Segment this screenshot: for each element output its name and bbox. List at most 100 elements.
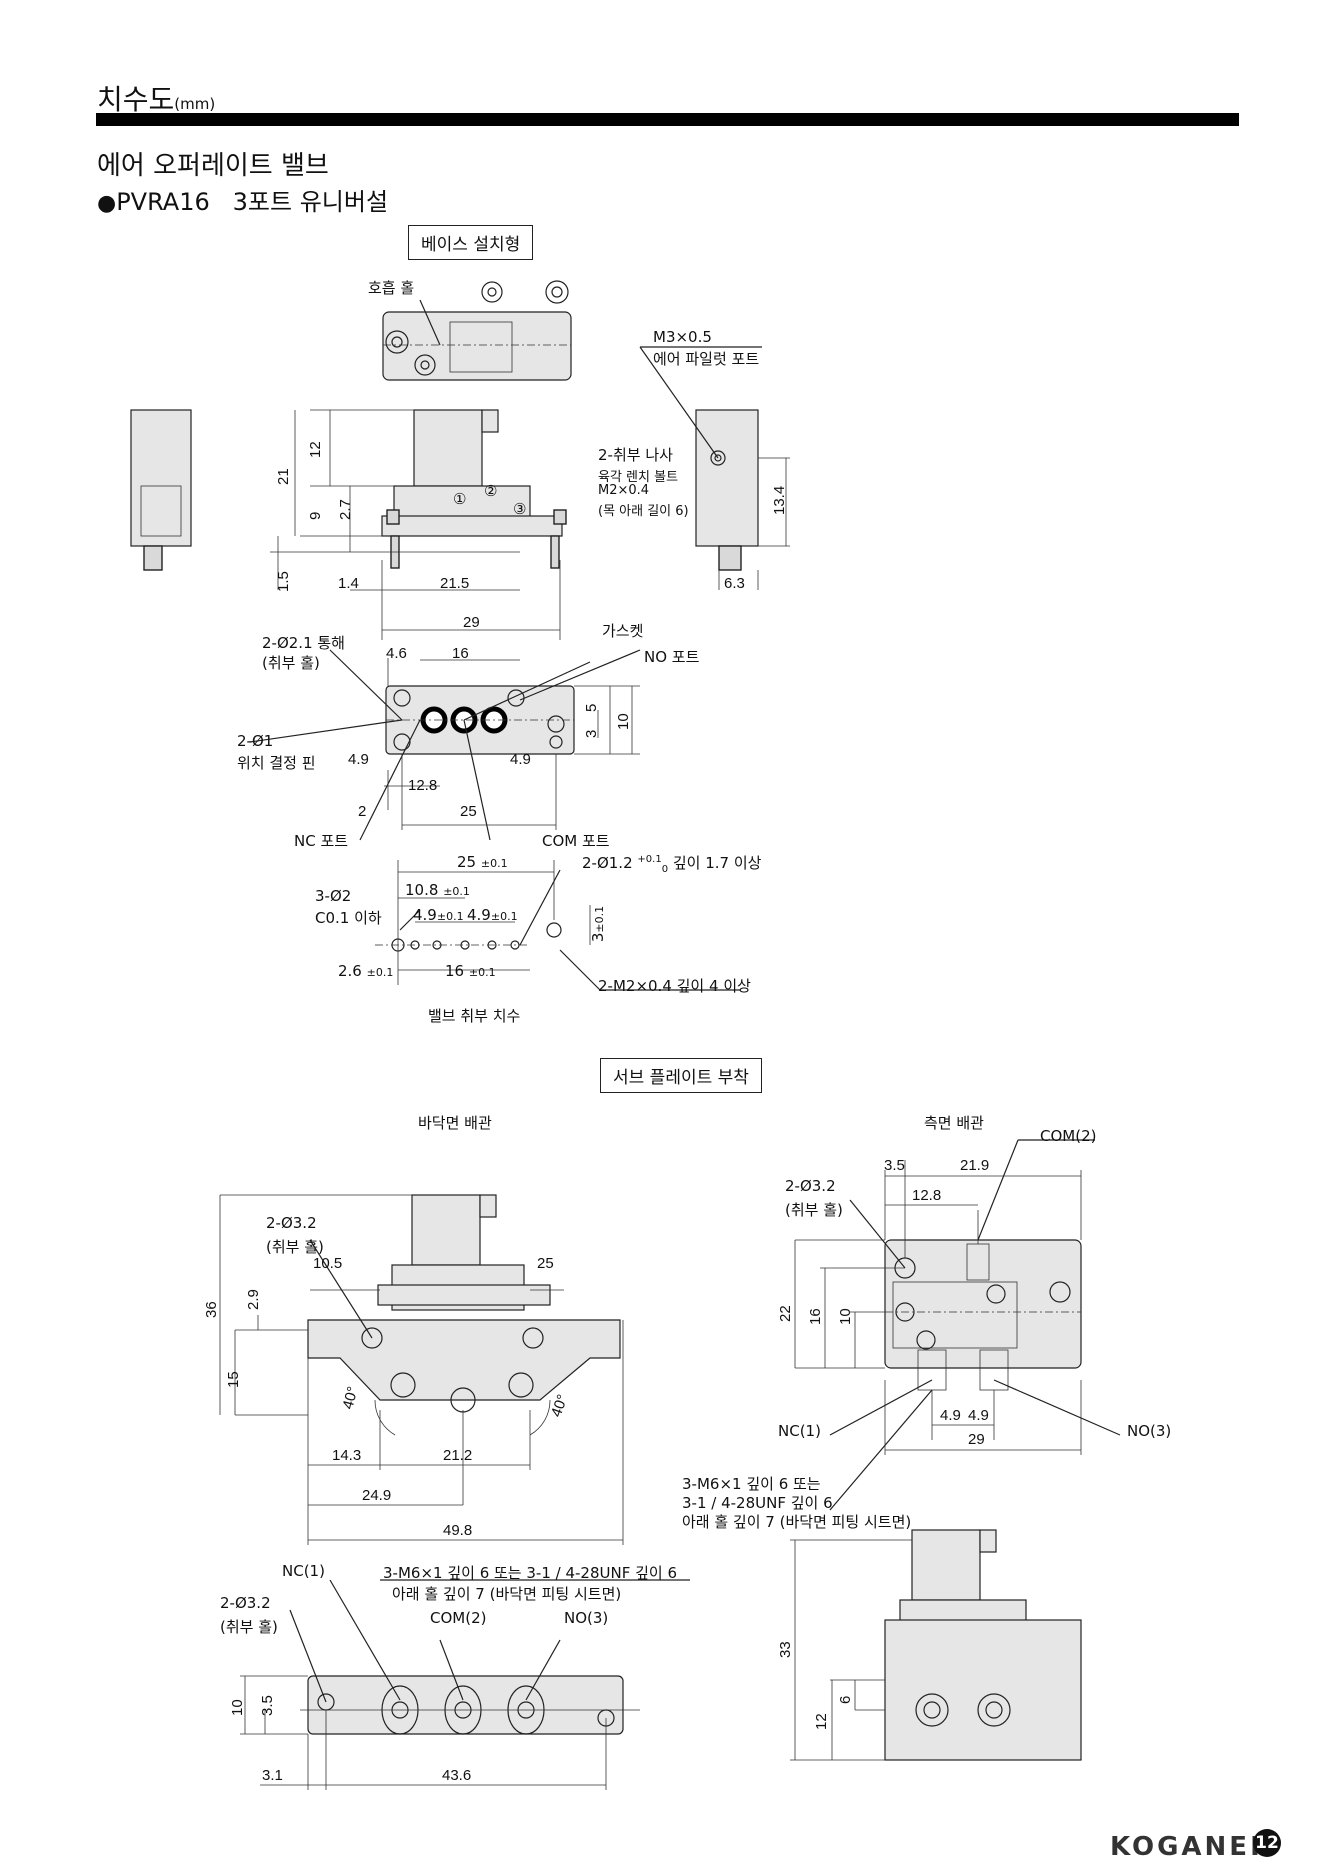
brand-logo: KOGANEI: [1110, 1832, 1263, 1862]
md-hole12: 2-Ø1.2 +0.10 깊이 1.7 이상: [582, 852, 761, 875]
bottom-thread-b: 아래 홀 깊이 7 (바닥면 피팅 시트면): [392, 1585, 622, 1603]
dim-12-8c: 12.8: [912, 1187, 941, 1204]
md-hole12-rest: 깊이 1.7 이상: [672, 854, 762, 872]
dim-14-3: 14.3: [332, 1447, 361, 1464]
bottom-piping-title: 바닥면 배관: [418, 1114, 492, 1132]
page-header: 치수도(mm): [97, 78, 215, 118]
screw-line1: 육각 렌치 볼트: [598, 470, 679, 485]
md-10-8-value: 10.8: [405, 881, 439, 899]
md-hole12-tol0: 0: [661, 864, 669, 875]
dim-3-5c: 3.5: [884, 1157, 905, 1174]
header-rule: [96, 113, 1239, 126]
side-hole32-a: 2-Ø3.2: [785, 1177, 836, 1195]
dim-4-9-right: 4.9: [510, 751, 531, 768]
md-tap: 2-M2×0.4 깊이 4 이상: [598, 977, 751, 995]
side-thread-b: 3-1 / 4-28UNF 깊이 6: [682, 1494, 833, 1512]
pin-a: 2-Ø1: [237, 732, 274, 750]
bottom-plate-view: [240, 1579, 690, 1790]
pilot-port-label: 에어 파일럿 포트: [653, 350, 760, 368]
dim-13-4: 13.4: [771, 486, 788, 515]
md-3-tol: ±0.1: [593, 905, 607, 933]
dim-2-7: 2.7: [337, 499, 354, 520]
dim-25: 25: [460, 803, 477, 820]
md-hole12-tol: +0.1: [637, 854, 662, 865]
right-side-view: [639, 346, 790, 590]
md-16-value: 16: [445, 962, 465, 980]
bottom-piping-view: [219, 1194, 624, 1545]
base-mount-label: 베이스 설치형: [408, 225, 534, 260]
dim-3-1: 3.1: [262, 1767, 283, 1784]
dim-21-9: 21.9: [960, 1157, 989, 1174]
dim-6c: 6: [837, 1696, 854, 1704]
md-2-6-value: 2.6: [338, 962, 362, 980]
dim-2: 2: [358, 803, 366, 820]
page-number: 12: [1253, 1829, 1281, 1857]
side-com2-label: COM(2): [1040, 1127, 1097, 1145]
dim-16: 16: [452, 645, 469, 662]
dim-2-9: 2.9: [245, 1289, 262, 1310]
product-model: PVRA16: [116, 188, 210, 216]
side-thread-a: 3-M6×1 깊이 6 또는: [682, 1475, 821, 1493]
header-unit: (mm): [174, 95, 216, 113]
header-title: 치수도: [97, 83, 175, 116]
dim-10b: 10: [229, 1699, 246, 1716]
screw-title: 2-취부 나사: [598, 446, 673, 464]
dim-4-9d: 4.9: [968, 1407, 989, 1424]
section-title: 에어 오퍼레이트 밸브: [97, 151, 329, 181]
md-2-6: 2.6 ±0.1: [338, 962, 393, 980]
md-4-9b: 4.9±0.1: [467, 906, 518, 924]
dim-12: 12: [307, 441, 324, 458]
md-16: 16 ±0.1: [445, 962, 496, 980]
port-mark-1: ①: [453, 490, 467, 508]
dim-36: 36: [203, 1301, 220, 1318]
md-25-value: 25: [457, 853, 477, 871]
md-hole3: 3-Ø2: [315, 887, 352, 905]
hole-21-b: (취부 홀): [262, 654, 320, 672]
dim-10-5: 10.5: [313, 1255, 342, 1272]
md-3: 3±0.1: [589, 906, 607, 942]
bottom-com2-label: COM(2): [430, 1609, 487, 1627]
md-c01: C0.1 이하: [315, 909, 382, 927]
dim-6-3: 6.3: [724, 575, 745, 592]
dim-4-9c: 4.9: [940, 1407, 961, 1424]
side-no3-label: NO(3): [1127, 1422, 1172, 1440]
bullet-icon: ●: [97, 191, 117, 216]
dim-10c: 10: [837, 1308, 854, 1325]
port-plan-view: [249, 649, 641, 841]
angle-40-left: 40°: [339, 1385, 361, 1411]
top-view: [382, 280, 572, 381]
product-desc: 3포트 유니버설: [232, 188, 389, 216]
dim-10: 10: [615, 713, 632, 730]
dim-21-2: 21.2: [443, 1447, 472, 1464]
dim-16c: 16: [807, 1308, 824, 1325]
hole-21-a: 2-Ø2.1 통해: [262, 634, 345, 652]
md-3-value: 3: [589, 932, 608, 943]
pilot-size-label: M3×0.5: [653, 328, 712, 346]
dim-29c: 29: [968, 1431, 985, 1448]
angle-40-right: 40°: [548, 1392, 572, 1419]
md-25: 25 ±0.1: [457, 853, 508, 871]
dim-1-4: 1.4: [338, 575, 359, 592]
side-piping-view: [794, 1139, 1121, 1511]
dim-22: 22: [777, 1305, 794, 1322]
gasket-label: 가스켓: [602, 622, 644, 640]
side-piping-title: 측면 배관: [924, 1114, 984, 1132]
md-16-tol: ±0.1: [468, 966, 496, 979]
com-port-label: COM 포트: [542, 832, 610, 850]
bottom-thread-a: 3-M6×1 깊이 6 또는 3-1 / 4-28UNF 깊이 6: [383, 1564, 678, 1582]
dim-15: 15: [225, 1371, 242, 1388]
nc-port-label: NC 포트: [294, 832, 349, 850]
dim-3: 3: [583, 730, 600, 738]
bottom-nc1-label: NC(1): [282, 1562, 325, 1580]
bottom-no3-label: NO(3): [564, 1609, 609, 1627]
dim-5: 5: [583, 704, 600, 712]
port-mark-3: ③: [513, 500, 527, 518]
dim-12c: 12: [813, 1713, 830, 1730]
dim-49-8: 49.8: [443, 1522, 472, 1539]
pin-b: 위치 결정 핀: [237, 754, 316, 772]
dim-12-8: 12.8: [408, 777, 437, 794]
dim-24-9: 24.9: [362, 1487, 391, 1504]
dim-4-9-left: 4.9: [348, 751, 369, 768]
side-hole32-b: (취부 홀): [785, 1201, 843, 1219]
